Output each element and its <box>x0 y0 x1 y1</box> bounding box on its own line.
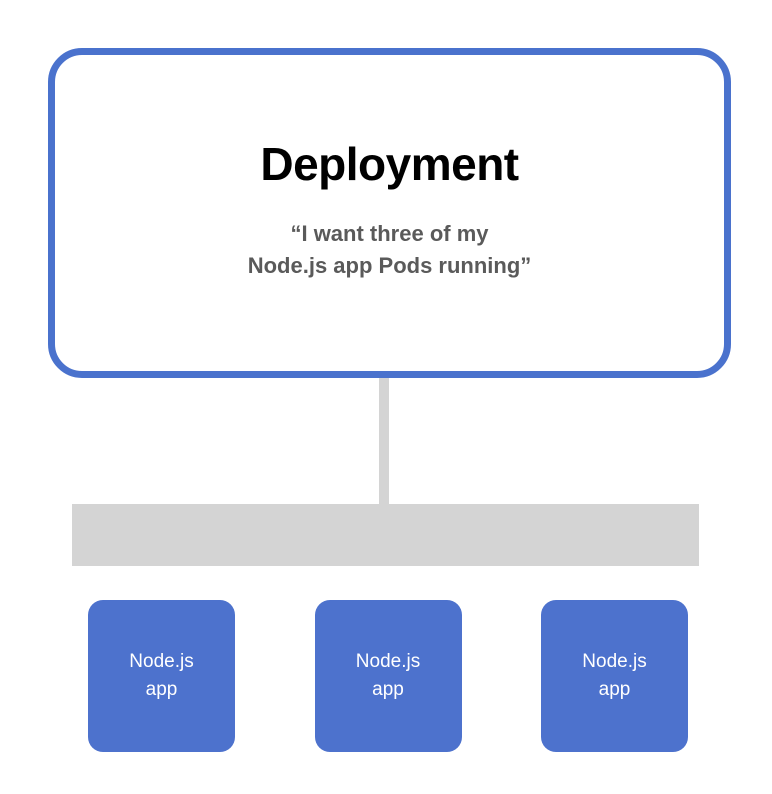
pod-3-label: Node.js app <box>582 648 646 703</box>
pod-2-label: Node.js app <box>356 648 420 703</box>
pod-2-label-line-2: app <box>372 679 404 700</box>
replica-bar <box>72 504 699 566</box>
deployment-box: Deployment “I want three of my Node.js a… <box>48 48 731 378</box>
pod-1-label-line-1: Node.js <box>129 651 194 673</box>
deployment-subtitle-line-2: Node.js app Pods running” <box>247 252 532 278</box>
deployment-to-replicaset-connector <box>379 378 389 505</box>
deployment-title: Deployment <box>260 138 519 190</box>
pod-2-label-line-1: Node.js <box>355 651 421 673</box>
pod-3-label-line-2: app <box>598 679 631 700</box>
deployment-subtitle: “I want three of my Node.js app Pods run… <box>248 218 532 282</box>
deployment-subtitle-line-1: “I want three of my <box>290 221 489 246</box>
pods-row: Node.js app Node.js app Node.js app <box>88 600 688 752</box>
pod-2: Node.js app <box>314 600 462 752</box>
pod-1: Node.js app <box>88 600 235 752</box>
pod-3-label-line-1: Node.js <box>582 651 647 673</box>
pod-1-label: Node.js app <box>129 648 193 703</box>
pod-1-label-line-2: app <box>145 679 178 700</box>
pod-3: Node.js app <box>541 600 688 752</box>
